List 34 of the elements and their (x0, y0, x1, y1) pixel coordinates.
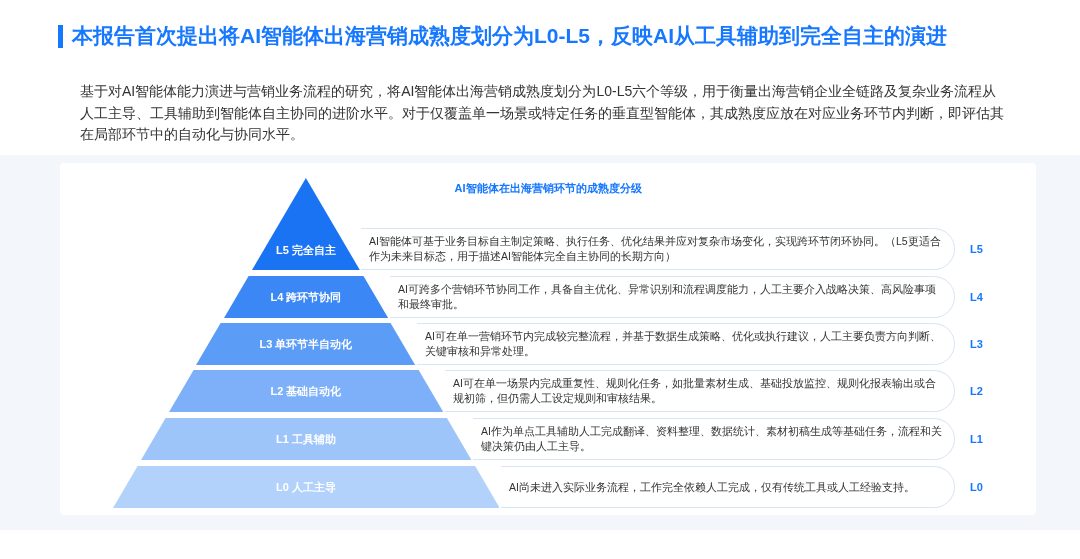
level-name: L1 工具辅助 (276, 432, 336, 446)
page-title: 本报告首次提出将AI智能体出海营销成熟度划分为L0-L5，反映AI从工具辅助到完全自主的演进 (72, 23, 947, 49)
level-description: AI可在单一营销环节内完成较完整流程，并基于数据生成策略、优化或执行建议，人工主要负责方向判断、关键审核和异常处理。 (425, 329, 942, 359)
level-description: AI可跨多个营销环节协同工作，具备自主优化、异常识别和流程调度能力，人工主要介入战略决策、高风险事项和最终审批。 (398, 282, 937, 312)
description-pill (445, 370, 955, 412)
level-description: AI智能体可基于业务目标自主制定策略、执行任务、优化结果并应对复杂市场变化，实现跨环节闭环协同。（L5更适合作为未来目标态，用于描述AI智能体完全自主协同的长期方向） (369, 234, 942, 264)
level-tag: L4 (970, 290, 983, 304)
level-description: AI作为单点工具辅助人工完成翻译、资料整理、数据统计、素材初稿生成等基础任务，流程和关键决策仍由人工主导。 (481, 424, 943, 454)
level-name: L5 完全自主 (276, 243, 336, 257)
level-name: L0 人工主导 (276, 480, 336, 494)
pyramid-level (112, 466, 500, 508)
pyramid-level (168, 370, 444, 412)
level-name: L2 基础自动化 (270, 384, 342, 398)
description-pill (417, 323, 955, 365)
level-tag: L3 (970, 337, 983, 351)
level-name: L3 单环节半自动化 (259, 337, 353, 351)
pyramid-level (140, 418, 472, 460)
level-tag: L1 (970, 432, 983, 446)
chart-card (60, 163, 1036, 515)
description-pill (501, 466, 955, 508)
pyramid-level (196, 323, 416, 365)
pyramid-level (252, 178, 360, 270)
level-description: AI尚未进入实际业务流程，工作完全依赖人工完成，仅有传统工具或人工经验支持。 (509, 479, 916, 495)
level-tag: L5 (970, 242, 983, 256)
chart-heading: AI智能体在出海营销环节的成熟度分级 (454, 181, 642, 195)
level-name: L4 跨环节协同 (270, 290, 342, 304)
description-pill (390, 276, 955, 318)
level-description: AI可在单一场景内完成重复性、规则化任务，如批量素材生成、基础投放监控、规则化报表输出或合规初筛，但仍需人工设定规则和审核结果。 (453, 376, 937, 406)
level-tag: L2 (970, 384, 983, 398)
description-pill (473, 418, 955, 460)
pyramid-level (223, 276, 389, 318)
level-tag: L0 (970, 480, 983, 494)
description-pill (361, 228, 955, 270)
intro-paragraph: 基于对AI智能体能力演进与营销业务流程的研究，将AI智能体出海营销成熟度划分为L0-L5六个等级，用于衡量出海营销企业全链路及复杂业务流程从人工主导、工具辅助到智能体自主协同的进阶水平。对于仅覆盖单一场景或特定任务的垂直型智能体，其成熟度应放在对应业务环节内判断，即评估其在局部环节中的自动化与协同水平。 (80, 82, 1005, 144)
